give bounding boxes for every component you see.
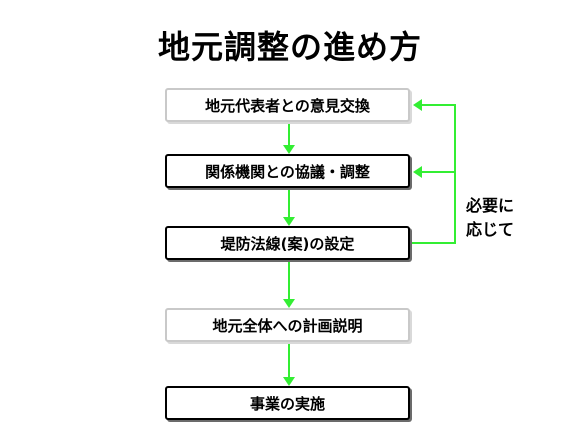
- step-4-label: 地元全体への計画説明: [212, 316, 363, 335]
- step-5-box: 事業の実施: [165, 386, 410, 420]
- step-2-label: 関係機関との協議・調整: [205, 162, 370, 181]
- feedback-loop-line: [412, 104, 456, 244]
- arrowhead-step4: [283, 299, 295, 308]
- arrowhead-step3: [283, 217, 295, 226]
- step-3-box: 堤防法線(案)の設定: [165, 226, 410, 260]
- step-4-box: 地元全体への計画説明: [165, 308, 410, 342]
- loop-note-line-2: 応じて: [466, 220, 515, 239]
- step-2-box: 関係機関との協議・調整: [165, 154, 410, 188]
- diagram-title: 地元調整の進め方: [157, 28, 422, 66]
- arrowhead-step2: [283, 145, 295, 154]
- loop-note: 必要に 応じて: [466, 194, 514, 242]
- arrowhead-loop-step1: [413, 99, 422, 111]
- step-1-box: 地元代表者との意見交換: [165, 88, 410, 122]
- arrowhead-loop-step2: [413, 166, 422, 178]
- step-1-label: 地元代表者との意見交換: [205, 96, 370, 115]
- step-5-label: 事業の実施: [249, 394, 325, 413]
- arrowhead-step5: [283, 377, 295, 386]
- step-3-label: 堤防法線(案)の設定: [220, 234, 355, 253]
- loop-note-line-1: 必要に: [466, 196, 515, 215]
